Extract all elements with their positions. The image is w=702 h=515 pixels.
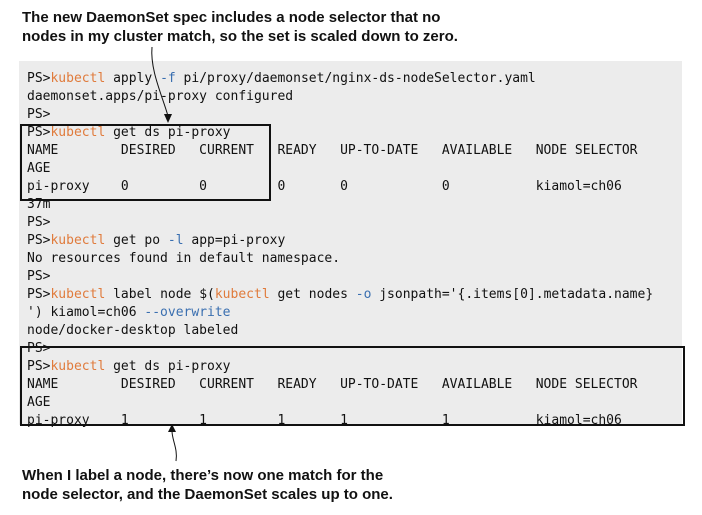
highlight-box-first-get [20,124,271,201]
terminal-line: PS>kubectl label node $(kubectl get node… [27,286,653,304]
text-token: PS> [27,107,51,122]
text-token: PS> [27,287,51,302]
terminal-line: ') kiamol=ch06 --overwrite [27,304,653,322]
flag-token: -o [355,287,372,302]
text-token: node/docker-desktop labeled [27,323,239,338]
command-token: kubectl [50,233,106,248]
flag-token: --overwrite [144,305,231,320]
terminal-line: No resources found in default namespace. [27,250,653,268]
terminal-line: daemonset.apps/pi-proxy configured [27,88,653,106]
command-token: kubectl [50,287,106,302]
text-token: apply [105,71,161,86]
text-token: get ds pi-proxy [105,359,231,374]
flag-token: -l [167,233,184,248]
text-token: pi/proxy/daemonset/nginx-ds-nodeSelector… [175,71,536,86]
text-token: PS> [27,233,51,248]
bottom-annotation: When I label a node, there’s now one mat… [22,467,393,503]
text-token: get ds pi-proxy [105,125,231,140]
terminal-line: PS>kubectl apply -f pi/proxy/daemonset/n… [27,70,653,88]
command-token: kubectl [214,287,270,302]
text-token: PS> [27,125,51,140]
terminal-line: PS> [27,268,653,286]
command-token: kubectl [50,359,106,374]
text-token: PS> [27,215,51,230]
text-token: ') kiamol=ch06 [27,305,145,320]
text-token: daemonset.apps/pi-proxy configured [27,89,294,104]
text-token: AGE [27,395,51,410]
terminal-line: NAME DESIRED CURRENT READY UP-TO-DATE AV… [27,142,653,160]
text-token: NAME DESIRED CURRENT READY UP-TO-DATE AV… [27,143,638,158]
terminal-line: PS>kubectl get po -l app=pi-proxy [27,232,653,250]
terminal-line: node/docker-desktop labeled [27,322,653,340]
text-token: get po [105,233,168,248]
highlight-box-second-get [20,346,685,426]
terminal-line: PS> [27,106,653,124]
text-token: PS> [27,359,51,374]
command-token: kubectl [50,125,106,140]
text-token: PS> [27,71,51,86]
text-token: PS> [27,341,51,356]
terminal-line: PS>kubectl get ds pi-proxy [27,358,653,376]
text-token: AGE [27,161,51,176]
top-annotation: The new DaemonSet spec includes a node s… [22,9,458,45]
terminal-line: AGE [27,394,653,412]
command-token: kubectl [50,71,106,86]
terminal-output: PS>kubectl apply -f pi/proxy/daemonset/n… [19,61,682,428]
terminal-line: pi-proxy 0 0 0 0 0 kiamol=ch06 [27,178,653,196]
text-token: jsonpath='{.items[0].metadata.name} [371,287,654,302]
bottom-arrow-line [171,430,177,462]
text-token: NAME DESIRED CURRENT READY UP-TO-DATE AV… [27,377,638,392]
text-token: label node $( [105,287,215,302]
terminal-line: PS>kubectl get ds pi-proxy [27,124,653,142]
text-token: pi-proxy 0 0 0 0 0 kiamol=ch06 [27,179,622,194]
text-token: app=pi-proxy [183,233,286,248]
text-token: PS> [27,269,51,284]
terminal-line: AGE [27,160,653,178]
terminal-line: PS> [27,340,653,358]
text-token: get nodes [269,287,356,302]
terminal-line: PS> [27,214,653,232]
flag-token: -f [160,71,176,86]
terminal-lines: PS>kubectl apply -f pi/proxy/daemonset/n… [27,70,653,430]
text-token: No resources found in default namespace. [27,251,341,266]
terminal-line: NAME DESIRED CURRENT READY UP-TO-DATE AV… [27,376,653,394]
